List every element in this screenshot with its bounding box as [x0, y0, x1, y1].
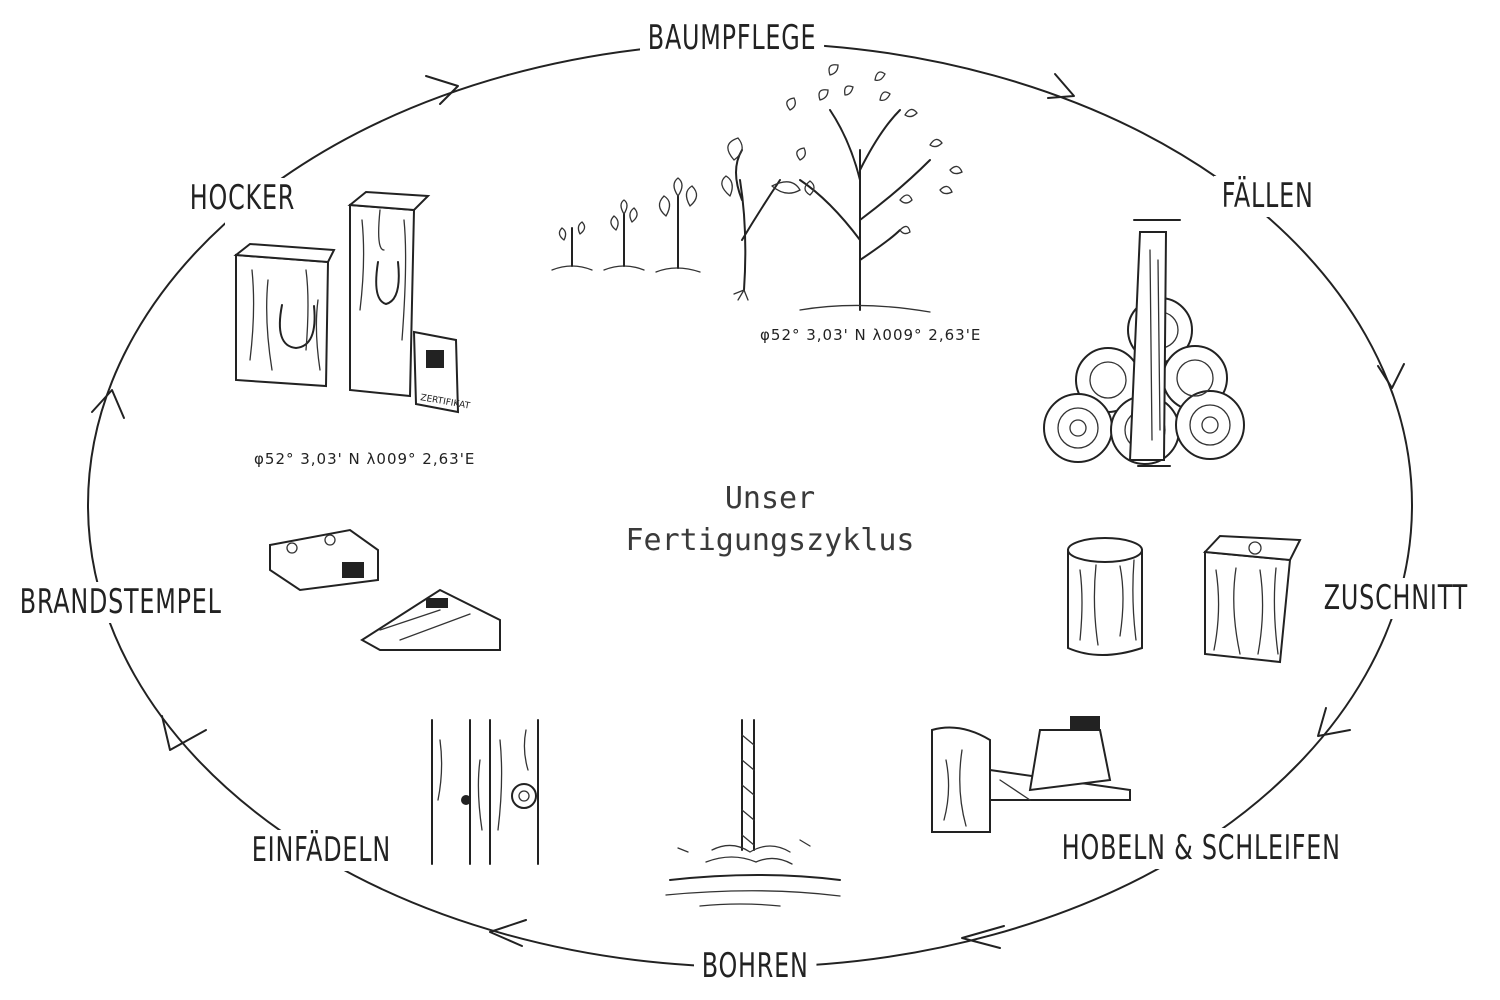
step-label-hobeln-schleifen: HOBELN & SCHLEIFEN	[1054, 828, 1349, 870]
arrow-icon	[161, 715, 207, 751]
threading-illustration	[425, 715, 550, 870]
drilling-illustration	[660, 715, 845, 915]
tree-coordinates: φ52° 3,03' N λ009° 2,63'E	[760, 326, 982, 344]
felling-illustration	[1030, 200, 1250, 470]
arrow-icon	[489, 919, 527, 947]
step-label-bohren: BOHREN	[694, 946, 817, 988]
cycle-arrows	[91, 73, 1405, 949]
step-label-baumpflege: BAUMPFLEGE	[640, 18, 825, 60]
brand-stamp-illustration	[245, 525, 505, 675]
arrow-icon	[1377, 363, 1405, 389]
planing-illustration	[925, 715, 1135, 835]
arrow-icon	[425, 75, 459, 105]
stools-illustration: ZERTIFIKAT	[225, 180, 471, 420]
title-line-1: Unser	[724, 481, 816, 516]
step-label-brandstempel: BRANDSTEMPEL	[12, 582, 230, 624]
step-label-einfaedeln: EINFÄDELN	[244, 830, 399, 872]
tree-growth-illustration	[545, 64, 985, 350]
cutting-illustration	[1052, 528, 1302, 678]
diagram-title: Unser Fertigungszyklus	[560, 478, 980, 562]
title-line-2: Fertigungszyklus	[625, 523, 915, 558]
step-label-faellen: FÄLLEN	[1214, 176, 1322, 218]
arrow-icon	[1317, 707, 1351, 737]
arrow-icon	[91, 389, 125, 419]
step-label-hocker: HOCKER	[182, 178, 303, 220]
hocker-coordinates: φ52° 3,03' N λ009° 2,63'E	[254, 450, 476, 468]
arrow-icon	[961, 925, 1005, 949]
arrow-icon	[1047, 73, 1075, 99]
step-label-zuschnitt: ZUSCHNITT	[1316, 578, 1476, 620]
